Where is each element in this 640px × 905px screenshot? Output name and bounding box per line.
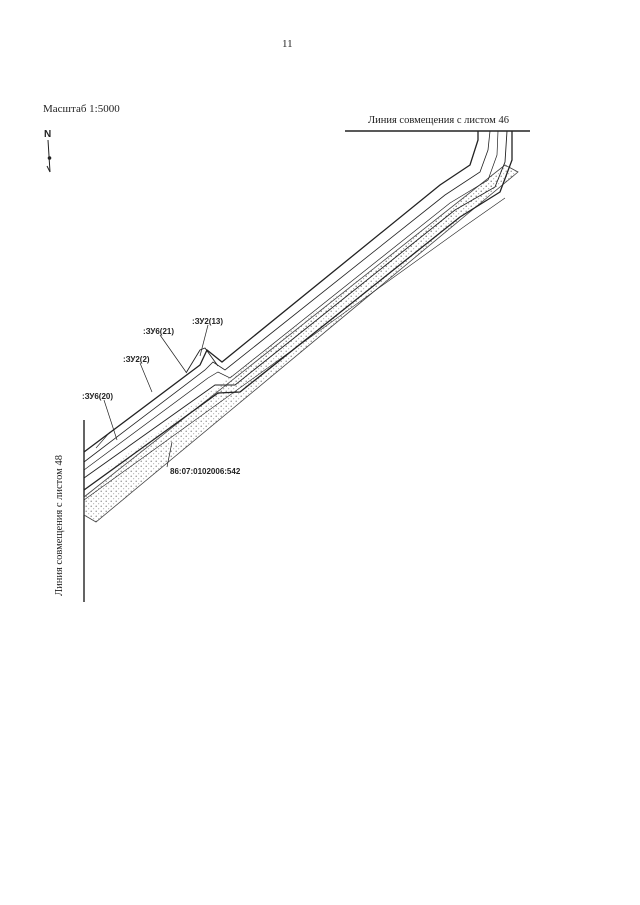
scale-label: Масштаб 1:5000 [43,103,120,115]
parcel-label-542: 86:07:0102006:542 [170,467,241,476]
parcel-label-zu2-13: :ЗУ2(13) [192,317,224,326]
label-leaders [103,324,209,468]
page-number: 11 [282,38,293,50]
join-line-top-label: Линия совмещения с листом 46 [368,115,509,126]
join-line-left-label: Линия совмещения с листом 48 [54,455,65,596]
parcel-label-zu6-20: :ЗУ6(20) [82,392,114,401]
parcel-label-zu2-2: :ЗУ2(2) [123,355,150,364]
parcel-label-zu6-21: :ЗУ6(21) [143,327,175,336]
north-arrow-icon [46,139,52,173]
north-label: N [44,129,52,140]
parcel-542-dense [108,180,497,473]
road-corridor [83,130,513,501]
